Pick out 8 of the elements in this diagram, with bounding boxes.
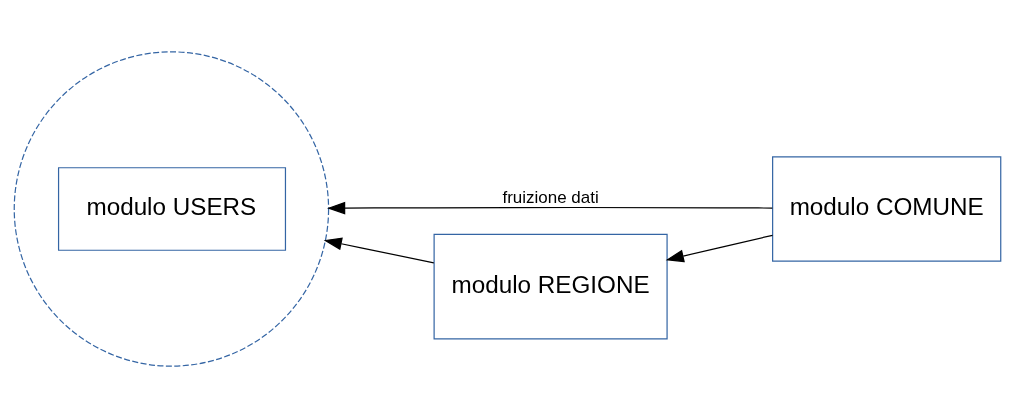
arrow <box>326 201 773 214</box>
cluster <box>13 50 329 367</box>
edge-label: fruizione dati <box>501 187 599 207</box>
arrow <box>665 234 773 262</box>
node-box: modulo REGIONE <box>433 233 668 339</box>
node-text: modulo USERS <box>85 192 256 220</box>
arrow <box>323 237 434 263</box>
node-box: modulo COMUNE <box>771 155 1001 262</box>
